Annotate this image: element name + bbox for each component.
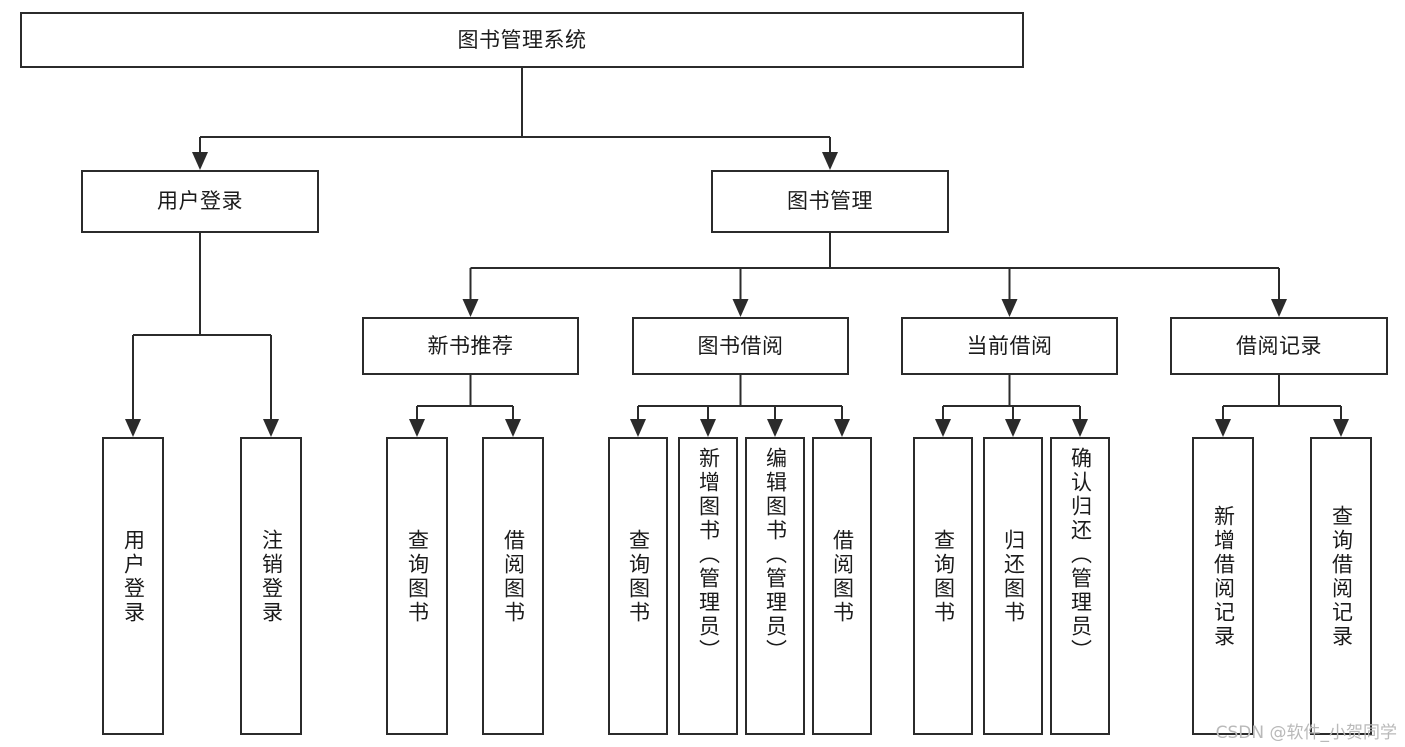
node-label-l-c-query: 查询图书 <box>931 529 956 625</box>
arrow-l-c-confirm <box>1072 419 1088 437</box>
node-label-l-b-lend: 借阅图书 <box>830 529 855 625</box>
node-label-l-b-edit: 编辑图书（管理员） <box>763 447 788 663</box>
node-label-records: 借阅记录 <box>1236 333 1322 358</box>
arrow-login <box>192 152 208 170</box>
node-label-l-b-add: 新增图书（管理员） <box>696 447 721 663</box>
node-label-root: 图书管理系统 <box>457 27 587 52</box>
node-label-login: 用户登录 <box>157 189 243 214</box>
node-box-login[interactable]: 用户登录 <box>81 170 319 233</box>
node-box-l-r-add[interactable]: 新增借阅记录 <box>1192 437 1254 735</box>
node-label-l-b-query: 查询图书 <box>626 529 651 625</box>
node-box-bookmgmt[interactable]: 图书管理 <box>711 170 949 233</box>
node-label-l-logout: 注销登录 <box>259 529 284 625</box>
arrow-l-c-query <box>935 419 951 437</box>
node-box-l-c-confirm[interactable]: 确认归还（管理员） <box>1050 437 1110 735</box>
node-label-l-c-confirm: 确认归还（管理员） <box>1068 447 1093 663</box>
node-box-l-c-return[interactable]: 归还图书 <box>983 437 1043 735</box>
arrow-l-r-query <box>1333 419 1349 437</box>
arrow-newbook <box>462 299 479 317</box>
arrow-l-b-lend <box>834 419 850 437</box>
node-box-l-login[interactable]: 用户登录 <box>102 437 164 735</box>
arrow-l-nb-query <box>409 419 425 437</box>
node-label-l-login: 用户登录 <box>121 529 146 625</box>
arrow-bookmgmt <box>822 152 838 170</box>
arrow-records <box>1271 299 1287 317</box>
arrow-l-login <box>125 419 141 437</box>
node-box-l-nb-query[interactable]: 查询图书 <box>386 437 448 735</box>
node-label-bookmgmt: 图书管理 <box>787 189 873 214</box>
arrow-l-logout <box>263 419 279 437</box>
node-label-current: 当前借阅 <box>966 333 1053 358</box>
arrow-current <box>1001 299 1018 317</box>
arrow-l-b-query <box>630 419 646 437</box>
node-box-newbook[interactable]: 新书推荐 <box>362 317 579 375</box>
arrow-l-nb-borrow <box>505 419 521 437</box>
node-box-records[interactable]: 借阅记录 <box>1170 317 1388 375</box>
node-box-l-logout[interactable]: 注销登录 <box>240 437 302 735</box>
node-label-l-nb-query: 查询图书 <box>405 529 430 625</box>
watermark-label: CSDN @软件_小贺同学 <box>1215 723 1397 743</box>
node-box-borrow[interactable]: 图书借阅 <box>632 317 849 375</box>
node-label-borrow: 图书借阅 <box>697 333 784 358</box>
node-box-root[interactable]: 图书管理系统 <box>20 12 1024 68</box>
node-box-l-b-edit[interactable]: 编辑图书（管理员） <box>745 437 805 735</box>
node-label-l-r-add: 新增借阅记录 <box>1211 505 1236 649</box>
node-box-l-nb-borrow[interactable]: 借阅图书 <box>482 437 544 735</box>
arrow-borrow <box>732 299 749 317</box>
arrow-l-c-return <box>1005 419 1021 437</box>
node-box-l-r-query[interactable]: 查询借阅记录 <box>1310 437 1372 735</box>
node-box-l-b-lend[interactable]: 借阅图书 <box>812 437 872 735</box>
arrow-l-b-add <box>700 419 716 437</box>
node-box-l-b-query[interactable]: 查询图书 <box>608 437 668 735</box>
arrow-l-b-edit <box>767 419 783 437</box>
node-label-l-r-query: 查询借阅记录 <box>1329 505 1354 649</box>
node-box-l-b-add[interactable]: 新增图书（管理员） <box>678 437 738 735</box>
node-label-l-c-return: 归还图书 <box>1001 529 1026 625</box>
node-box-current[interactable]: 当前借阅 <box>901 317 1118 375</box>
node-label-newbook: 新书推荐 <box>427 333 514 358</box>
node-box-l-c-query[interactable]: 查询图书 <box>913 437 973 735</box>
node-label-l-nb-borrow: 借阅图书 <box>501 529 526 625</box>
arrow-l-r-add <box>1215 419 1231 437</box>
